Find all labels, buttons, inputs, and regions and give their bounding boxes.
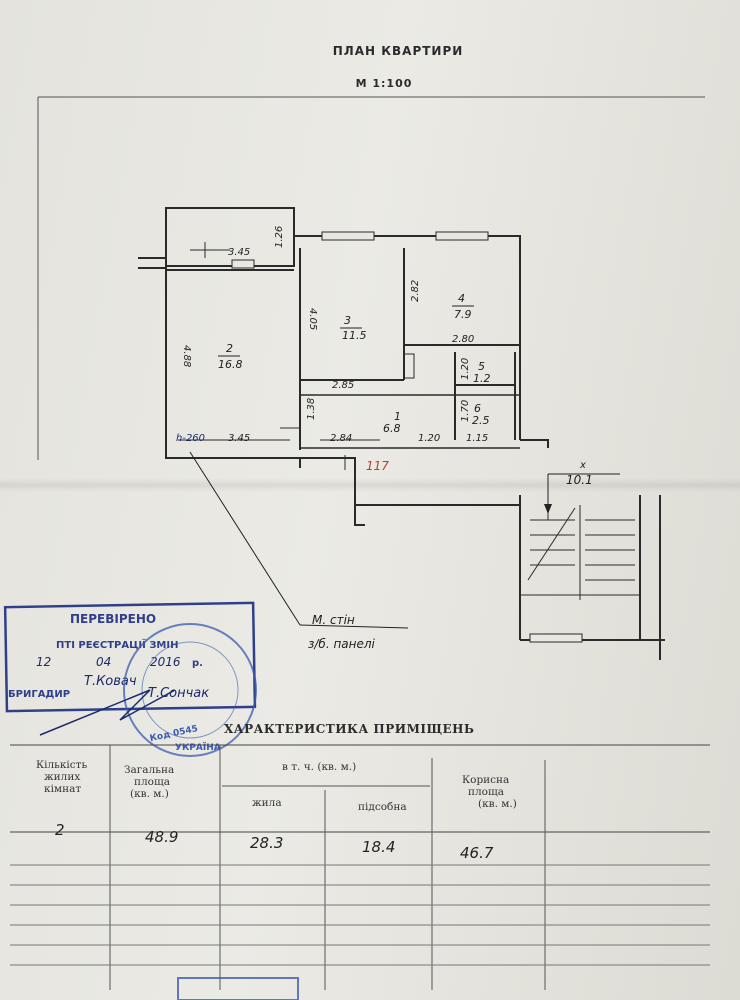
dim-wc-height: 1.70	[460, 400, 471, 422]
value-rooms: 2	[55, 821, 65, 839]
col-included: в т. ч. (кв. м.)	[282, 761, 356, 773]
room-6-area: 2.5	[472, 414, 490, 427]
windows	[231, 231, 583, 643]
stamp-role: БРИГАДИР	[8, 689, 70, 700]
stamp-line2: ПТІ РЕЄСТРАЦІЇ ЗМІН	[56, 637, 178, 651]
wall-note-leader	[189, 451, 301, 626]
verification-stamp: ПЕРЕВІРЕНО ПТІ РЕЄСТРАЦІЇ ЗМІН 12 04 201…	[3, 601, 257, 757]
dim-bath-width: 1.15	[466, 433, 488, 444]
round-seal	[123, 623, 257, 757]
room-4-number: 4	[458, 292, 465, 305]
seal-code: Код 0545	[149, 724, 199, 744]
characteristics-table: ХАРАКТЕРИСТИКА ПРИМІЩЕНЬ Кількість жилих…	[10, 722, 710, 990]
dim-room4-width: 2.80	[452, 334, 474, 345]
dim-corridor-height: 1.38	[306, 398, 317, 420]
value-useful: 46.7	[460, 844, 494, 862]
room-6-number: 6	[474, 402, 481, 415]
col-total-l3: (кв. м.)	[130, 788, 169, 800]
wall-left-bottom	[165, 266, 301, 468]
room-5-area: 1.2	[473, 372, 491, 385]
dim-room3-height: 4.05	[307, 308, 318, 330]
room-3-number: 3	[344, 314, 351, 327]
room-3-area: 11.5	[342, 329, 367, 342]
room-2-area: 16.8	[218, 358, 243, 371]
dim-room4-height: 2.82	[410, 280, 421, 302]
wall-note-line1: М. стін	[312, 613, 355, 627]
stamp-date-suffix: р.	[192, 658, 203, 669]
seal-country: УКРАЇНА	[175, 742, 221, 753]
col-rooms-l2: жилих	[44, 771, 80, 783]
col-aux: підсобна	[358, 801, 407, 813]
stamp-date-month: 04	[96, 655, 111, 669]
col-useful-l3: (кв. м.)	[478, 798, 517, 810]
room-1-number: 1	[394, 410, 401, 423]
value-aux: 18.4	[362, 838, 395, 856]
room-4-area: 7.9	[454, 308, 472, 321]
dim-hall-width: 1.20	[418, 433, 440, 444]
document-scale: М 1:100	[355, 77, 413, 90]
dim-bath-height: 1.20	[460, 358, 471, 380]
dim-balcony-length: 3.45	[228, 247, 250, 258]
value-living: 28.3	[250, 834, 283, 852]
value-total: 48.9	[145, 828, 178, 846]
dim-room2-height: 4.88	[181, 345, 192, 367]
wall-height-note: h-260	[176, 433, 205, 444]
stamp-brigadier: Т.Сончак	[148, 686, 209, 701]
col-rooms-l3: кімнат	[44, 783, 81, 795]
col-rooms-l1: Кількість	[36, 759, 87, 771]
stamp-inspector: Т.Ковач	[84, 674, 137, 689]
stair-mark: x	[579, 460, 586, 471]
apartment-number: 117	[366, 459, 389, 473]
document-title: ПЛАН КВАРТИРИ	[332, 44, 464, 58]
col-total-l1: Загальна	[124, 764, 174, 776]
stamp-date-day: 12	[36, 655, 51, 669]
table-title: ХАРАКТЕРИСТИКА ПРИМІЩЕНЬ	[224, 722, 474, 736]
wall-top-right	[294, 235, 521, 440]
col-total-l2: площа	[134, 776, 170, 788]
col-living: жила	[252, 797, 282, 809]
room-2-number: 2	[226, 342, 233, 355]
paper-fold	[0, 478, 740, 492]
staircase	[520, 505, 640, 600]
room-5-number: 5	[478, 360, 485, 373]
signature-scribble	[39, 689, 176, 736]
dim-corridor-width: 2.84	[330, 433, 352, 444]
stamp-line1: ПЕРЕВІРЕНО	[70, 612, 156, 626]
dim-room3-width: 2.85	[332, 380, 354, 391]
room-1-area: 6.8	[383, 422, 401, 435]
stair-area: 10.1	[566, 473, 593, 487]
wall-note-line2: з/б. панелі	[308, 637, 376, 651]
dim-balcony-width: 1.26	[274, 226, 285, 248]
apartment-walls	[138, 207, 665, 660]
col-useful-l2: площа	[468, 786, 504, 798]
col-useful-l1: Корисна	[462, 774, 509, 786]
dim-room2-bottom: 3.45	[228, 433, 250, 444]
dimension-ticks	[178, 242, 380, 470]
bottom-stamp-fragment	[177, 977, 299, 1000]
stamp-date-year: 2016	[150, 655, 181, 669]
